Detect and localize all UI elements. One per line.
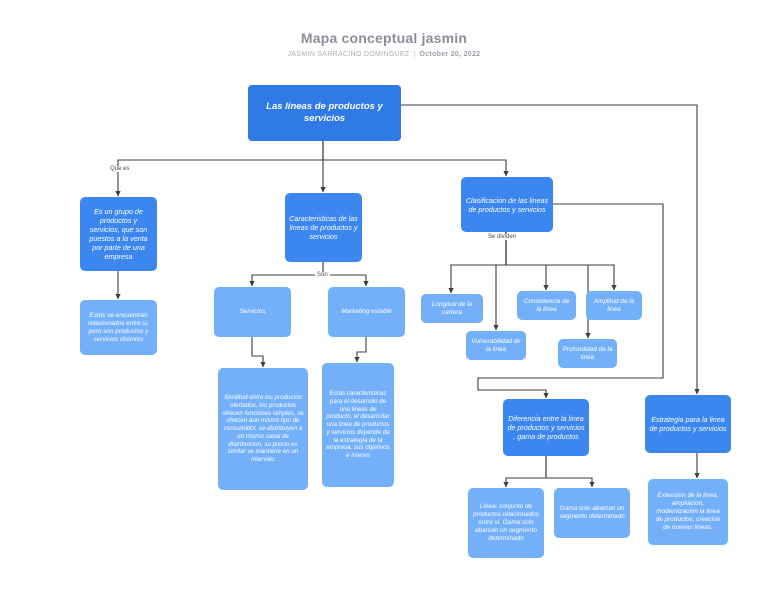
author-name: JASMIN SARRACINO DOMINGUEZ	[287, 51, 410, 58]
edge-clasificacion-longitud	[448, 232, 507, 294]
node-clasificacion[interactable]: Clasificacion de las lineas de productos…	[461, 177, 553, 232]
node-consistencia[interactable]: Consistencia de la linea	[517, 291, 576, 320]
node-clasificacion-label: Clasificacion de las lineas de productos…	[465, 195, 549, 214]
edge-diferencia-linea	[503, 456, 547, 488]
node-estas-caracteristicas-label: Estas caracteristicas para el desarrollo…	[326, 390, 390, 460]
edge-label-son: Son	[315, 272, 330, 278]
node-que-es-label: Es un grupo de productos y servicios, qu…	[89, 207, 148, 261]
edge-caracteristicas-servicios	[249, 262, 324, 287]
node-longitud-label: Longitud de la cartera	[431, 300, 473, 316]
edge-clasificacion-amplitud	[505, 232, 617, 291]
node-similitud-label: Similitud entre los productos ofertados,…	[222, 394, 304, 464]
node-linea-conjunto[interactable]: Linea: conjunto de productos relacionado…	[468, 488, 544, 558]
node-amplitud[interactable]: Amplitud de la linea	[586, 291, 642, 320]
edge-label-se-dividen: Se dividen	[486, 234, 519, 240]
node-root-label: Las lineas de productos y servicios	[266, 101, 383, 124]
edge-servicios-similitud	[251, 337, 266, 368]
date-label: October 20, 2022	[419, 51, 481, 58]
edge-marketing-estas	[354, 337, 367, 363]
node-profundidad-label: Profundidad de la linea	[562, 345, 613, 361]
node-gama-solo-label: Gama:solo abarcan un segmento determinad…	[559, 505, 625, 520]
node-estrategia[interactable]: Estrategia para la linea de productos y …	[645, 395, 731, 453]
node-longitud-cartera[interactable]: Longitud de la cartera	[421, 294, 483, 323]
edge-clasificacion-consistencia	[505, 232, 549, 291]
node-relacionados-label: Estos se encuentran relacionados entre s…	[88, 311, 149, 343]
edge-root-clasificacion	[322, 141, 509, 177]
node-similitud[interactable]: Similitud entre los productos ofertados,…	[218, 368, 308, 490]
subtitle-separator: |	[413, 51, 416, 58]
edge-clasificacion-vulnerabilidad	[493, 232, 507, 331]
edge-root-que-es	[115, 141, 324, 197]
node-diferencia[interactable]: Diferencia entre la linea de productos y…	[503, 399, 589, 456]
page-subtitle: JASMIN SARRACINO DOMINGUEZ|October 20, 2…	[0, 51, 768, 58]
node-vulnerabilidad[interactable]: Vulnerabilidad de la linea	[466, 331, 526, 360]
edge-diferencia-gama	[545, 456, 595, 488]
node-consistencia-label: Consistencia de la linea	[523, 297, 570, 313]
node-caracteristicas[interactable]: Caracteristicas de las lineas de product…	[285, 193, 362, 262]
edge-label-que-es: Que es	[108, 166, 132, 172]
node-relacionados[interactable]: Estos se encuentran relacionados entre s…	[80, 300, 157, 355]
node-marketing-estable[interactable]: Marketing estable	[328, 287, 405, 337]
node-estrategia-label: Estrategia para la linea de productos y …	[649, 415, 727, 433]
node-diferencia-label: Diferencia entre la linea de productos y…	[507, 414, 585, 441]
node-caracteristicas-label: Caracteristicas de las lineas de product…	[289, 214, 358, 241]
node-servicios-label: Servicios	[239, 308, 266, 315]
page-title: Mapa conceptual jasmin	[300, 30, 468, 46]
node-que-es-box[interactable]: Es un grupo de productos y servicios, qu…	[80, 197, 157, 271]
node-estas-caracteristicas[interactable]: Estas caracteristicas para el desarrollo…	[322, 363, 394, 487]
node-linea-conjunto-label: Linea: conjunto de productos relacionado…	[472, 503, 540, 542]
node-root[interactable]: Las lineas de productos y servicios	[248, 85, 401, 141]
node-amplitud-label: Amplitud de la linea	[593, 297, 635, 313]
node-vulnerabilidad-label: Vulnerabilidad de la linea	[471, 337, 521, 353]
node-extension-label: Extension de la linea, ampliacion, moder…	[655, 492, 721, 531]
node-profundidad[interactable]: Profundidad de la linea	[558, 339, 617, 368]
node-marketing-label: Marketing estable	[341, 308, 392, 315]
node-extension[interactable]: Extension de la linea, ampliacion, moder…	[648, 479, 728, 545]
edge-clasificacion-profundidad	[505, 232, 591, 339]
node-gama-solo[interactable]: Gama:solo abarcan un segmento determinad…	[554, 488, 630, 538]
node-servicios[interactable]: Servicios	[214, 287, 291, 337]
edge-root-estrategia	[401, 104, 700, 395]
